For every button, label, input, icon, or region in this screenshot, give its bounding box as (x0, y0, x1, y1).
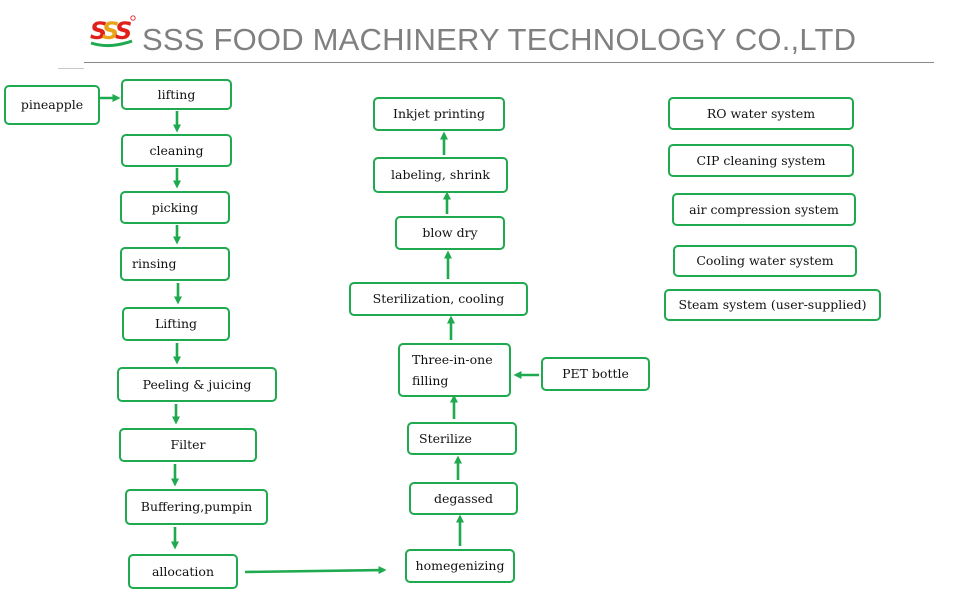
node-filter: Filter (119, 428, 257, 462)
system-cooling-water: Cooling water system (673, 245, 857, 277)
node-inkjet-printing: Inkjet printing (373, 97, 505, 131)
node-degassed: degassed (409, 482, 518, 515)
node-blow-dry: blow dry (395, 216, 505, 250)
system-steam: Steam system (user-supplied) (664, 289, 881, 321)
node-homogenizing: homegenizing (405, 549, 515, 583)
header-divider (84, 62, 934, 63)
company-logo: S S S (90, 15, 136, 48)
node-sterilization-cooling: Sterilization, cooling (349, 282, 528, 316)
node-pet-bottle: PET bottle (541, 357, 650, 391)
header-divider-stub (58, 68, 84, 69)
node-allocation: allocation (128, 554, 238, 589)
node-lifting-2: Lifting (122, 307, 230, 341)
node-picking: picking (120, 191, 230, 224)
node-pineapple: pineapple (4, 85, 100, 125)
node-labeling-shrink: labeling, shrink (373, 157, 508, 193)
svg-text:S: S (90, 17, 107, 45)
node-lifting: lifting (121, 79, 232, 110)
arrow-allocation-homogenizing (244, 566, 387, 575)
node-sterilize: Sterilize (407, 422, 517, 455)
node-buffering-pumpin: Buffering,pumpin (125, 489, 268, 525)
system-ro-water: RO water system (668, 97, 854, 130)
svg-text:S: S (115, 17, 132, 45)
node-rinsing: rinsing (120, 247, 230, 281)
company-name: SSS FOOD MACHINERY TECHNOLOGY CO.,LTD (142, 22, 857, 57)
node-three-in-one-filling: Three-in-one filling (398, 343, 511, 397)
system-air-compression: air compression system (672, 193, 856, 226)
node-cleaning: cleaning (121, 134, 232, 167)
svg-text:S: S (102, 17, 119, 45)
system-cip-cleaning: CIP cleaning system (668, 144, 854, 177)
node-peeling-juicing: Peeling & juicing (117, 367, 277, 402)
